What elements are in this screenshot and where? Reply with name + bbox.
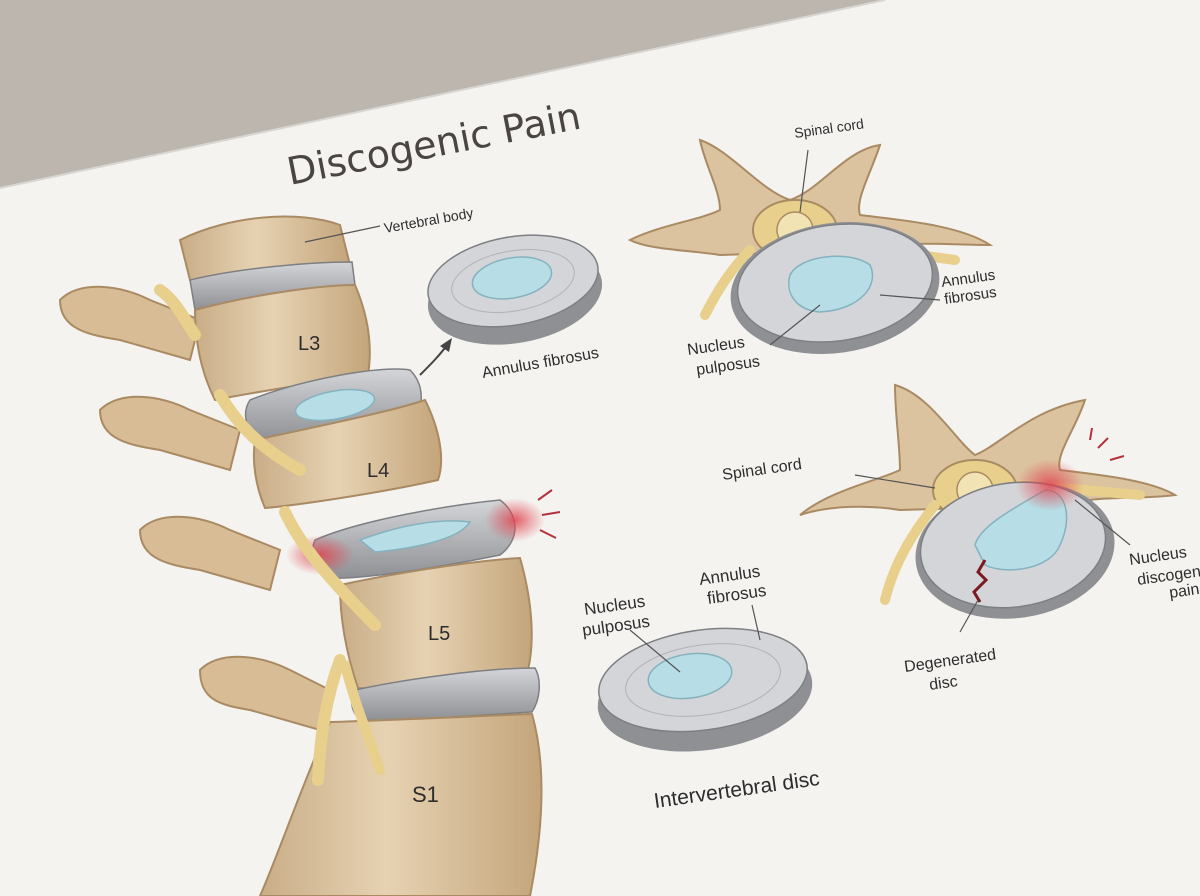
pain-glow-disc [485, 498, 545, 542]
label-l5: L5 [428, 623, 450, 645]
bottom-disc-ring [625, 643, 781, 717]
paper-edge [0, 0, 886, 189]
leader-nucleus-cross [769, 304, 821, 346]
pain-marks-spine [537, 489, 561, 539]
leader-nucleus-pain [1074, 499, 1131, 546]
leader-annulus-cross [879, 294, 941, 301]
leader-annulus-disc [751, 604, 761, 641]
intervertebral-disc-bottom [597, 604, 813, 752]
nerve-left-top [700, 245, 755, 320]
disc-l3-l4-nucleus [294, 388, 376, 422]
label-s1: S1 [412, 782, 439, 807]
label-l3: L3 [298, 333, 320, 355]
leader-spinal-cord-bottom [854, 474, 936, 489]
cross-section-degenerated [799, 383, 1178, 633]
disc-tear [972, 559, 989, 603]
cross-nucleus-top [788, 255, 874, 313]
healthy-disc-top [427, 234, 603, 345]
bottom-disc-nucleus [647, 652, 733, 700]
spinous-process-3 [138, 515, 282, 592]
disc-arrow-head [440, 338, 452, 352]
vertebra-l4 [252, 398, 443, 510]
spine-illustration [58, 215, 561, 896]
vertebra-s1 [258, 712, 543, 896]
vertebral-body-leader [304, 225, 381, 243]
nerve-root-1 [154, 284, 201, 341]
nerve-root-5 [340, 660, 385, 775]
cross-section-healthy [627, 138, 994, 355]
label-degenerated-2: disc [928, 673, 959, 694]
pain-glow-bottom [1016, 459, 1084, 511]
label-l4: L4 [367, 460, 389, 482]
nerve-root-4 [312, 654, 346, 786]
label-nucleus-pain-3: pain [1168, 581, 1200, 602]
top-disc-ring [451, 249, 575, 313]
nerve-root-3 [279, 506, 381, 631]
leader-degenerated [959, 599, 979, 633]
nerve-root-2 [214, 389, 306, 476]
disc-l4-l5-nucleus [358, 520, 472, 553]
leader-nucleus-disc [629, 629, 681, 673]
nerve-left-bottom [880, 500, 940, 605]
top-disc-nucleus [471, 256, 553, 300]
leader-spinal-cord-top [799, 149, 809, 213]
pain-marks-bottom [1089, 427, 1125, 461]
vertebra-arch-top [627, 138, 994, 257]
